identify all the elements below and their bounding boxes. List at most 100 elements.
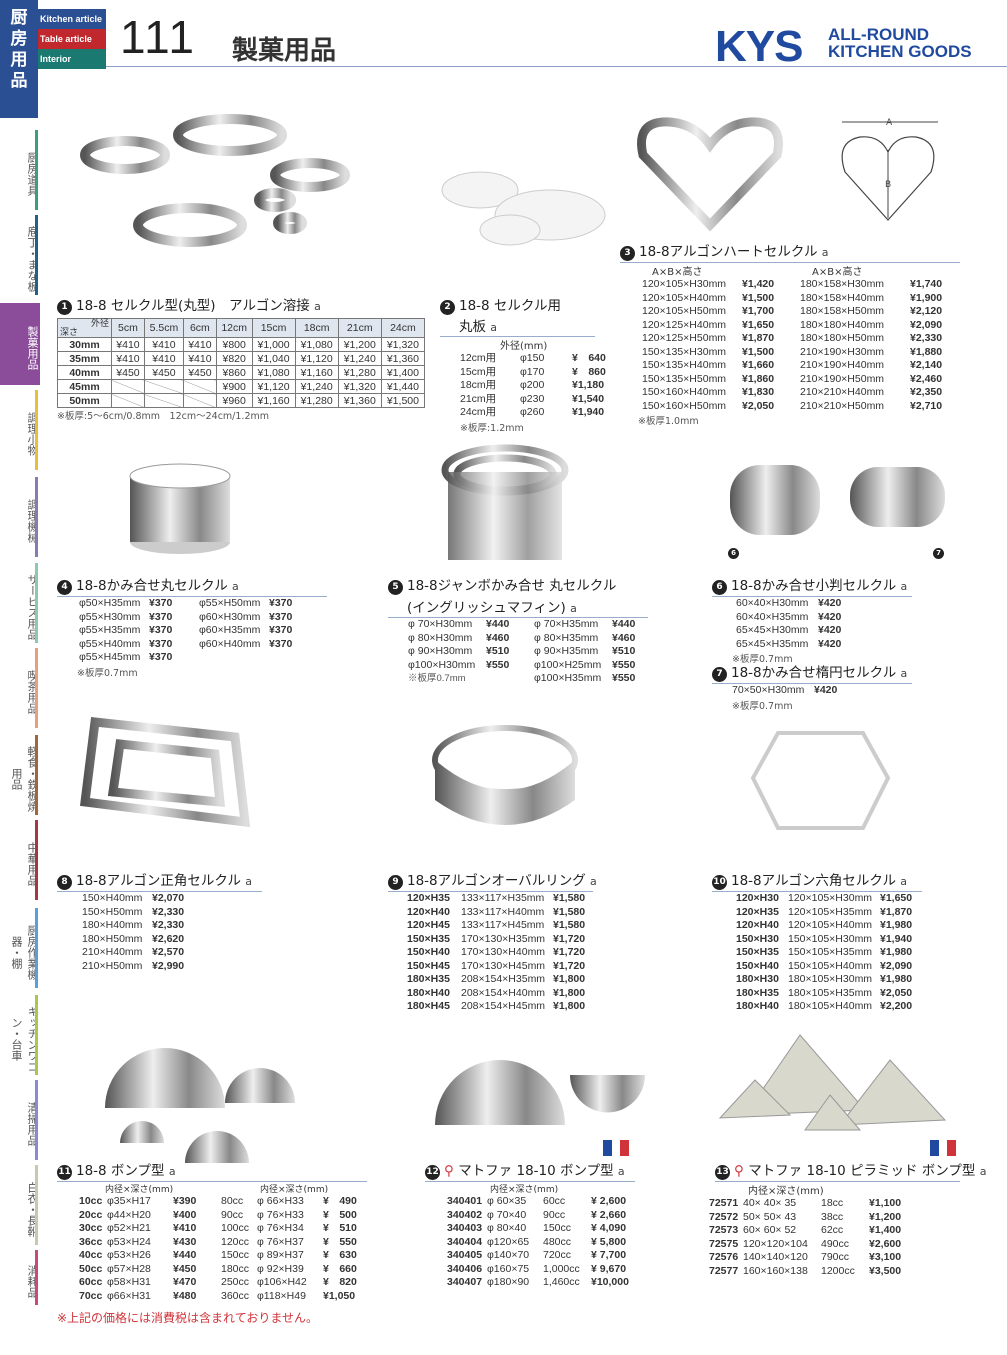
- sidebar-item[interactable]: 調理小物: [0, 390, 40, 470]
- list-cell: ¥1,720: [553, 946, 586, 958]
- oval-and-ellipse-rings-image: [730, 465, 945, 535]
- list-cell: 20cc: [79, 1208, 103, 1221]
- list-cell: φ 70×40: [487, 1208, 527, 1221]
- column-header: 12cm: [215, 318, 253, 338]
- column-header: 18cm: [294, 318, 339, 338]
- sidebar-item[interactable]: 庖丁・まな板: [0, 215, 40, 295]
- list-cell: 150×160×H40mm: [642, 386, 727, 398]
- list-cell: 150×135×H50mm: [642, 372, 727, 385]
- list-cell: 150×H40: [407, 946, 450, 958]
- list-cell: 120×H35: [736, 905, 779, 918]
- list-cell: 72577: [709, 1264, 739, 1277]
- list-cell: 150×135×H30mm: [642, 345, 727, 358]
- price-cell: ¥1,280: [337, 365, 382, 380]
- list-cell: 50× 50× 43: [743, 1210, 797, 1223]
- list-cell: 210×190×H30mm: [800, 345, 885, 358]
- list-cell: 120×105×H40mm: [642, 291, 727, 304]
- price-list: 70×50×H30mm¥420: [712, 684, 912, 698]
- list-cell: 180×H50mm: [82, 932, 143, 945]
- column-header: 5cm: [111, 318, 145, 338]
- list-cell: ¥460: [612, 631, 636, 644]
- list-cell: φ 70×H30mm: [408, 618, 473, 630]
- list-cell: 72576: [709, 1251, 739, 1263]
- list-cell: 180×105×H40mm: [788, 1000, 873, 1012]
- list-item: 150×H50mm¥2,330: [82, 906, 262, 920]
- price-cell: ¥1,280: [294, 393, 339, 408]
- sidebar-item[interactable]: 製菓用品: [0, 303, 40, 385]
- list-cell: 40× 40× 35: [743, 1197, 797, 1209]
- sidebar-item[interactable]: 清掃用品: [0, 1080, 40, 1160]
- list-cell: 133×117×H40mm: [461, 905, 545, 918]
- list-cell: φ60×H30mm: [199, 610, 261, 623]
- round-ring-molds-image: [80, 114, 350, 247]
- category-color-bar: [35, 648, 38, 728]
- list-cell: ¥1,580: [553, 892, 586, 904]
- list-cell: 65×45×H30mm: [736, 624, 809, 636]
- list-cell: 18cm用: [460, 379, 497, 391]
- list-cell: 90cc: [221, 1208, 244, 1221]
- list-cell: 38cc: [821, 1210, 844, 1223]
- list-cell: ¥1,980: [880, 919, 913, 931]
- price-cell: ¥1,080: [294, 337, 339, 352]
- list-cell: ¥ 2,660: [591, 1208, 627, 1221]
- category-color-bar: [35, 820, 38, 900]
- sidebar-item[interactable]: 調理機械: [0, 477, 40, 557]
- sidebar-item[interactable]: 喫茶用品: [0, 648, 40, 728]
- sidebar-item[interactable]: キッチンワゴン・台車: [0, 995, 40, 1075]
- price-cell: [182, 379, 217, 394]
- list-item: 65×45×H30mm¥420: [736, 624, 912, 638]
- list-cell: 120×H40: [736, 919, 779, 931]
- list-cell: φ55×H30mm: [79, 610, 141, 623]
- title-text: マトファ 18-10 ボンプ型: [458, 1163, 614, 1179]
- column-header: 6cm: [182, 318, 217, 338]
- sidebar-item[interactable]: 白衣・長靴: [0, 1165, 40, 1245]
- category-color-bar: [35, 1250, 38, 1305]
- sidebar-item[interactable]: サービス用品: [0, 563, 40, 643]
- list-cell: 120×105×H50mm: [642, 305, 727, 317]
- list-cell: φ55×H45mm: [79, 651, 141, 663]
- price-cell: ¥410: [182, 351, 217, 366]
- list-cell: ¥ 820: [323, 1276, 357, 1288]
- price-cell: ¥900: [215, 379, 253, 394]
- list-cell: 90cc: [543, 1208, 566, 1221]
- list-cell: ¥440: [486, 618, 510, 630]
- price-cell: ¥1,360: [380, 351, 426, 366]
- list-cell: ¥ 660: [323, 1262, 357, 1275]
- sidebar-item[interactable]: 厨房道具: [0, 130, 40, 210]
- matfer-logo-icon: ⚲: [734, 1163, 749, 1179]
- list-cell: ¥2,050: [742, 399, 775, 412]
- depth-cell: 40mm: [57, 365, 112, 380]
- list-cell: 180×H45: [407, 1000, 450, 1012]
- list-cell: ¥2,070: [152, 892, 185, 904]
- page-number: 111: [120, 11, 196, 63]
- sidebar-item[interactable]: 中華用品: [0, 820, 40, 900]
- matfer-dome-mold-image: [435, 1060, 645, 1125]
- list-cell: 120×H40: [407, 905, 450, 918]
- list-cell: 120×H35: [407, 892, 450, 904]
- list-cell: 80cc: [221, 1195, 244, 1207]
- sidebar-item[interactable]: 厨房作業機器・棚: [0, 908, 40, 988]
- list-cell: ¥1,580: [553, 905, 586, 918]
- sidebar-item[interactable]: 軽食・鉄板焼用品: [0, 735, 40, 815]
- sidebar-item[interactable]: 消耗品: [0, 1250, 40, 1305]
- list-cell: ¥510: [486, 645, 510, 657]
- rank-mark: a: [900, 667, 908, 680]
